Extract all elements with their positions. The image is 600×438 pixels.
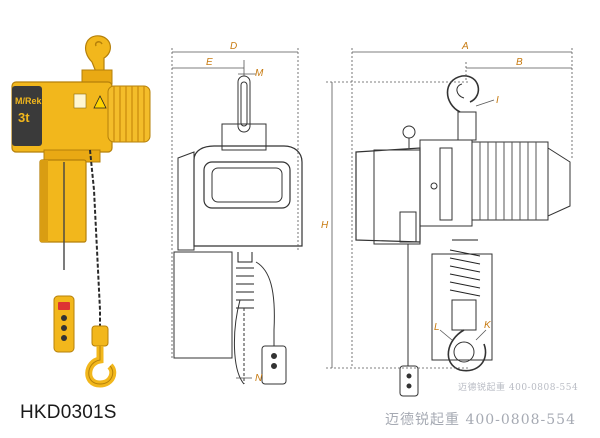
side-view-drawing (173, 75, 303, 385)
dim-label-a: A (461, 41, 469, 52)
dim-label-m: M (255, 68, 264, 79)
hoist-brand: M/Rek (15, 96, 43, 106)
dim-label-e: E (206, 57, 213, 68)
warning-icon (93, 95, 107, 109)
watermark-small: 迈德锐起重 400-0808-554 (458, 383, 579, 393)
hoist-capacity: 3t (18, 110, 30, 125)
dim-label-n: N (255, 373, 263, 384)
load-chain (89, 149, 101, 330)
motor-fins (107, 85, 151, 143)
dim-label-d: D (230, 41, 237, 52)
dim-label-l: L (434, 322, 440, 333)
watermark-large: 迈德锐起重 400-0808-554 (385, 412, 576, 428)
dim-label-k: K (484, 320, 492, 331)
model-code: HKD0301S (20, 402, 117, 423)
dim-label-i: I (496, 95, 499, 106)
front-view-dimensions (326, 48, 573, 369)
dim-label-b: B (516, 57, 523, 68)
hoist-photo: M/Rek 3t (11, 35, 151, 388)
dim-label-h: H (321, 220, 329, 231)
bottom-hook (85, 346, 117, 388)
side-view-dimensions (171, 48, 299, 379)
top-hook (84, 35, 111, 73)
front-view-drawing (355, 75, 571, 397)
